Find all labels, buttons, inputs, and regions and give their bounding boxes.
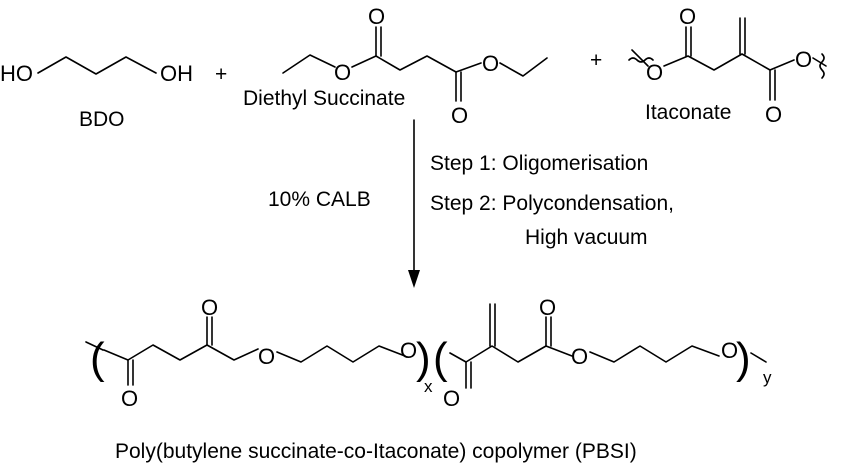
succinate-ester-oxygen: O bbox=[258, 344, 275, 369]
ds-carbonyl-oxygen-left: O bbox=[368, 4, 385, 29]
succinate-carbonyl-oxygen-left: O bbox=[121, 386, 138, 411]
itaconate-backbone bbox=[663, 53, 795, 71]
pbsi-polymer-structure: ( O O O O ) x ( O O O O ) y bbox=[85, 295, 772, 411]
itaconate-ester-oxygen-right: O bbox=[795, 47, 812, 72]
subscript-x: x bbox=[424, 377, 433, 396]
subscript-y: y bbox=[763, 368, 772, 387]
polymer-end-bond-left bbox=[85, 341, 104, 351]
butylene-chain-2 bbox=[589, 345, 720, 363]
succinate-unit-chain bbox=[103, 344, 259, 361]
itaconate-carbonyl-oxygen-right: O bbox=[765, 102, 782, 127]
plus-sign-2: + bbox=[590, 49, 602, 72]
ds-carbonyl-oxygen-right: O bbox=[451, 103, 468, 128]
plus-sign-1: + bbox=[215, 63, 227, 86]
itaconate-ester-oxygen-left: O bbox=[646, 60, 663, 85]
arrow-head bbox=[408, 270, 420, 288]
ds-ethyl-right bbox=[499, 57, 548, 77]
diethyl-succinate-structure: O O O O Diethyl Succinate bbox=[243, 4, 548, 128]
repeat-unit-y-close-paren: ) bbox=[736, 334, 751, 383]
polymer-end-bond-right bbox=[750, 352, 767, 363]
itaconate-carbonyl-oxygen-left: O bbox=[679, 4, 696, 29]
ds-ester-oxygen-left: O bbox=[334, 60, 351, 85]
ds-backbone bbox=[351, 55, 482, 73]
catalyst-label: 10% CALB bbox=[268, 188, 371, 211]
bdo-carbon-chain bbox=[37, 56, 157, 75]
itaconate-wavy-bond-right bbox=[819, 53, 825, 79]
butylene-oxygen-2: O bbox=[721, 338, 738, 363]
itaconate-unit-carbonyl-oxygen-right: O bbox=[539, 295, 556, 320]
repeat-unit-y-open-paren: ( bbox=[433, 334, 448, 383]
diethyl-succinate-label: Diethyl Succinate bbox=[243, 87, 405, 110]
ds-ester-oxygen-right: O bbox=[482, 51, 499, 76]
itaconate-wavy-bond-left bbox=[628, 57, 654, 63]
bdo-label: BDO bbox=[79, 108, 125, 131]
step-1-label: Step 1: Oligomerisation bbox=[430, 152, 648, 175]
itaconate-structure: O O O O Itaconate bbox=[628, 4, 827, 127]
step-2-label: Step 2: Polycondensation, bbox=[430, 192, 674, 215]
repeat-unit-x-close-paren: ) bbox=[416, 334, 431, 383]
succinate-carbonyl-oxygen-right: O bbox=[201, 295, 218, 320]
ds-ethyl-left bbox=[282, 54, 336, 74]
step-2-continuation-label: High vacuum bbox=[525, 226, 648, 249]
itaconate-unit-chain bbox=[449, 345, 573, 363]
itaconate-unit-ester-oxygen: O bbox=[571, 344, 588, 369]
product-name-label: Poly(butylene succinate-co-Itaconate) co… bbox=[115, 440, 637, 463]
bdo-oh-group: OH bbox=[160, 61, 193, 86]
butylene-chain-1 bbox=[276, 345, 406, 363]
bdo-structure: HO OH BDO bbox=[0, 56, 193, 131]
itaconate-unit-carbonyl-oxygen-left: O bbox=[443, 386, 460, 411]
butylene-oxygen-1: O bbox=[400, 338, 417, 363]
bdo-ho-group: HO bbox=[0, 61, 33, 86]
itaconate-chain-stub-right bbox=[812, 57, 827, 67]
itaconate-label: Itaconate bbox=[645, 101, 731, 124]
reaction-arrow bbox=[408, 119, 420, 288]
itaconate-chain-stub-left bbox=[631, 49, 649, 67]
repeat-unit-x-open-paren: ( bbox=[90, 334, 105, 383]
